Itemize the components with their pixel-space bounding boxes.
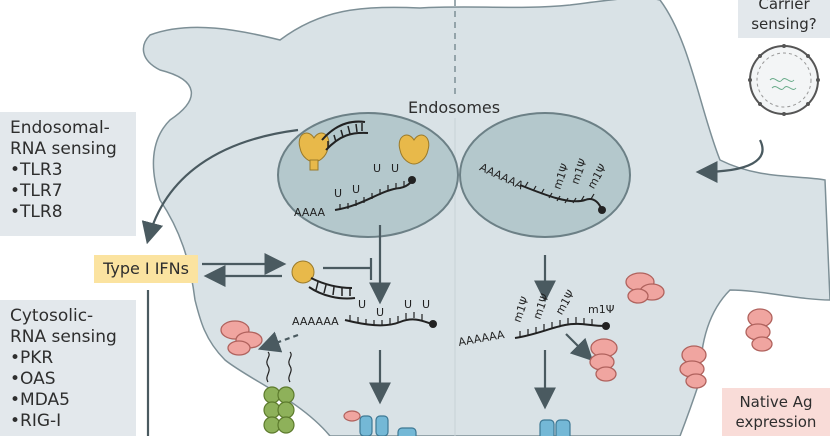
u-label: U bbox=[404, 298, 413, 311]
cytosolic-title-1: Cytosolic- bbox=[10, 306, 94, 326]
endosomal-title-1: Endosomal- bbox=[10, 118, 110, 138]
ribosome-icons bbox=[220, 272, 773, 389]
tlr-receptor-right bbox=[398, 134, 430, 165]
ssrna-left-cytosol bbox=[344, 318, 433, 327]
carrier-line2: sensing? bbox=[751, 15, 817, 33]
endosomal-item-tlr7: TLR7 bbox=[10, 181, 126, 202]
cytosolic-item-pkr: PKR bbox=[10, 348, 126, 369]
cytosolic-title-2: RNA sensing bbox=[10, 327, 117, 347]
endosomal-title-2: RNA sensing bbox=[10, 139, 117, 159]
u-label: U bbox=[352, 183, 361, 196]
cytosolic-rna-sensing-box: Cytosolic- RNA sensing PKR OAS MDA5 RIG-… bbox=[0, 300, 136, 436]
ssrna-right-endosome bbox=[519, 184, 603, 211]
ssrna-right-cytosol bbox=[514, 322, 606, 339]
protein-chains bbox=[263, 351, 295, 434]
u-label: U bbox=[422, 298, 431, 311]
u-label: U bbox=[376, 306, 385, 319]
native-line1: Native Ag bbox=[739, 393, 813, 411]
u-label: U bbox=[358, 298, 367, 311]
receptor-icons bbox=[343, 410, 571, 436]
carrier-sensing-box: Carrier sensing? bbox=[738, 0, 830, 38]
m1psi-label: m1Ψ bbox=[588, 303, 615, 316]
type-i-ifns-label: Type I IFNs bbox=[94, 255, 198, 283]
u-label: U bbox=[334, 187, 343, 200]
cytosolic-item-oas: OAS bbox=[10, 369, 126, 390]
dsrna-endosome bbox=[321, 120, 369, 151]
native-ag-expression-box: Native Ag expression bbox=[722, 388, 830, 436]
rna-tail-left-cytosol: AAAAAA bbox=[292, 315, 339, 328]
cytosolic-sensor bbox=[291, 260, 356, 300]
rna-tail-left-endosome: AAAA bbox=[294, 206, 326, 219]
endosomes-label: Endosomes bbox=[408, 98, 501, 117]
endosomal-item-tlr8: TLR8 bbox=[10, 202, 126, 223]
u-label: U bbox=[391, 162, 400, 175]
cytosolic-item-mda5: MDA5 bbox=[10, 390, 126, 411]
native-line2: expression bbox=[735, 413, 817, 431]
carrier-particle-icon bbox=[748, 44, 820, 116]
carrier-line1: Carrier bbox=[758, 0, 810, 13]
endosomal-rna-sensing-box: Endosomal- RNA sensing TLR3 TLR7 TLR8 bbox=[0, 112, 136, 236]
endosomal-item-tlr3: TLR3 bbox=[10, 160, 126, 181]
right-endosome bbox=[459, 112, 631, 238]
u-label: U bbox=[373, 162, 382, 175]
pathway-arrows bbox=[141, 128, 764, 436]
cytosolic-item-rigi: RIG-I bbox=[10, 411, 126, 432]
